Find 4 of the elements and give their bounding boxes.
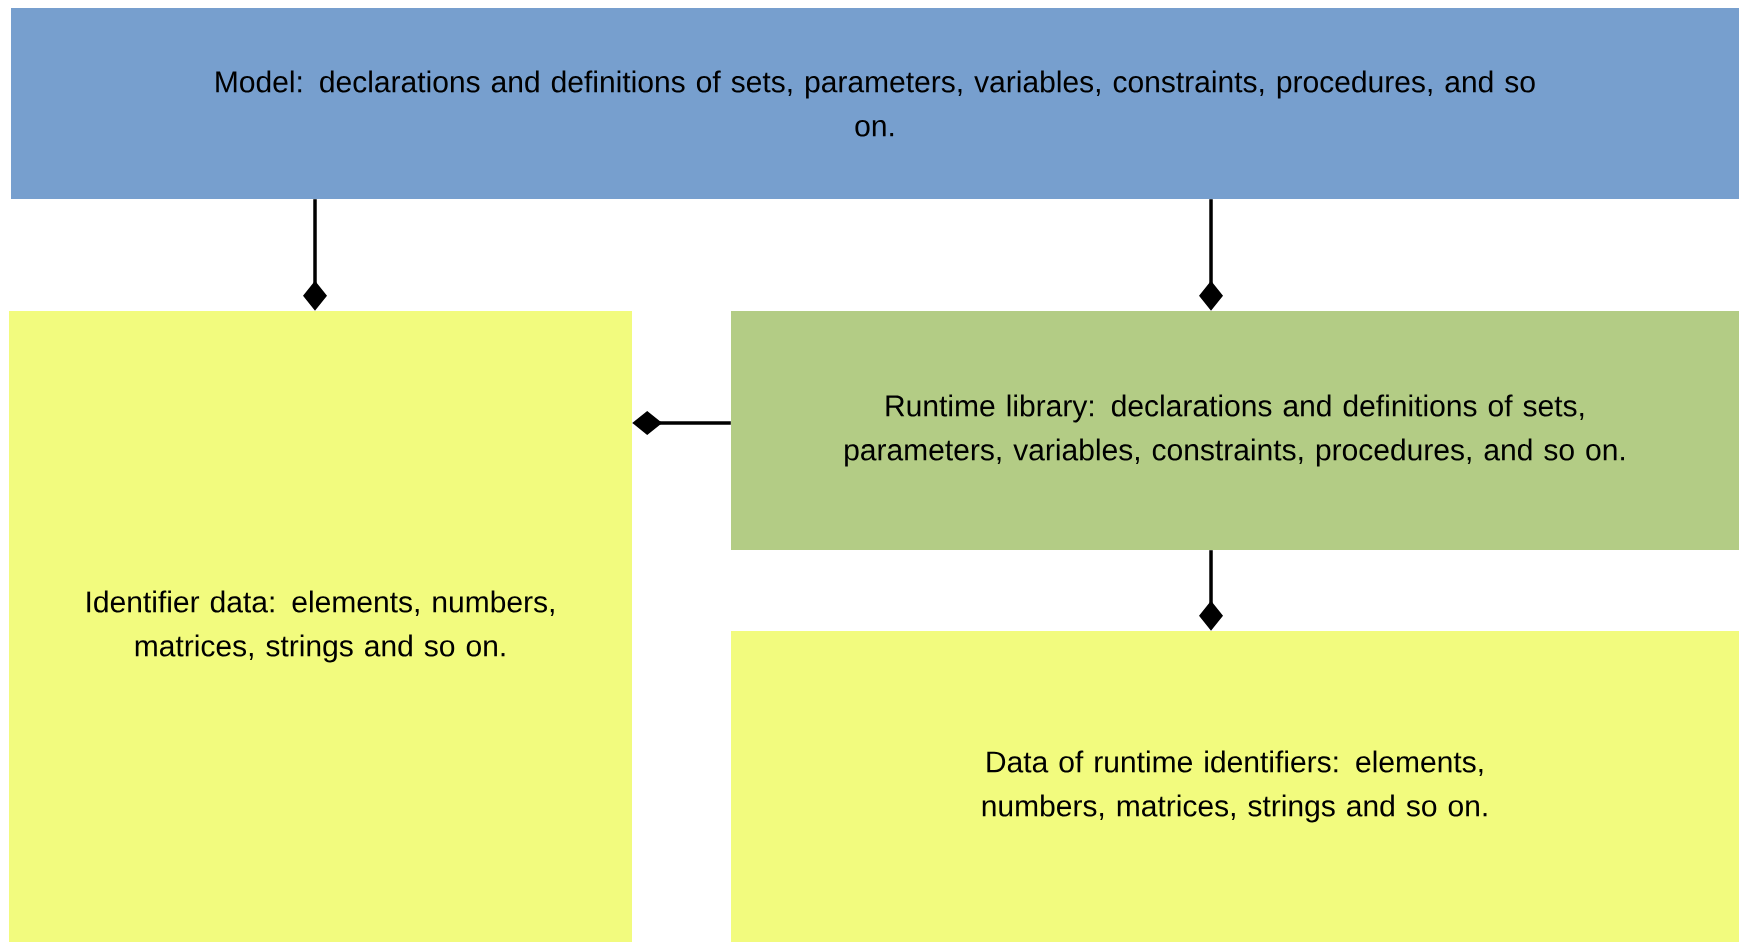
data-box: Identifier data: elements, numbers, matrices, strings and so on. bbox=[9, 311, 632, 942]
model-box: Model: declarations and definitions of sets, parameters, variables, constraints, procedures, and so on. bbox=[11, 8, 1739, 199]
data-box: Data of runtime identifiers: elements, numbers, matrices, strings and so on. bbox=[731, 631, 1739, 942]
library-box: Runtime library: declarations and definitions of sets, parameters, variables, constraints, procedures, and so on. bbox=[731, 311, 1739, 550]
